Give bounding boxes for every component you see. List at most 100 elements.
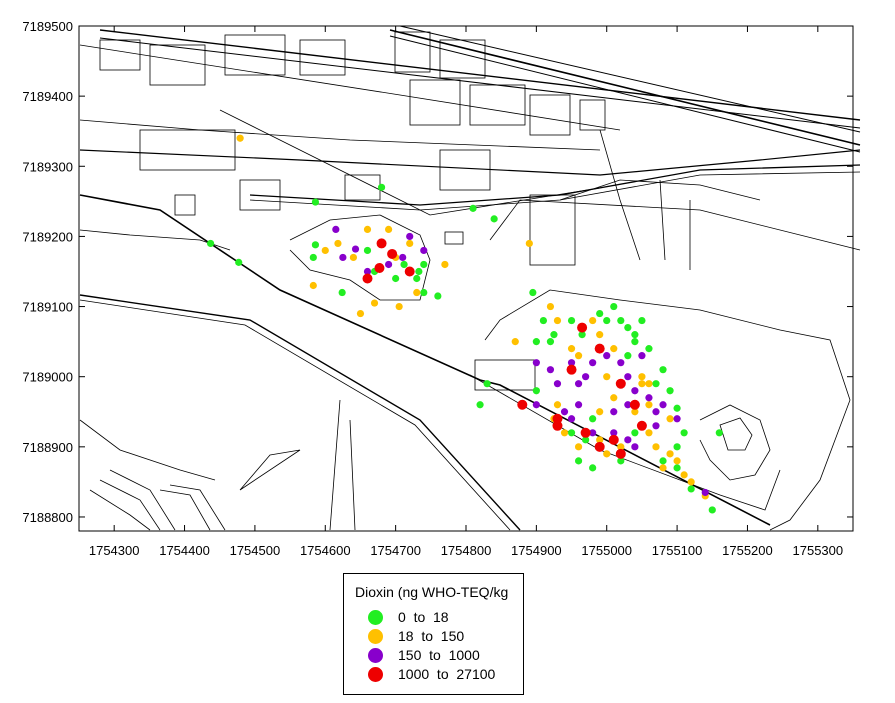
- sample-point: [596, 309, 604, 318]
- sample-point: [645, 401, 653, 409]
- sample-point: [638, 380, 646, 388]
- sample-point: [666, 415, 674, 423]
- x-tick-label: 1754700: [370, 543, 421, 558]
- legend-item-0-18: 0 to 18: [368, 607, 449, 627]
- sample-point: [659, 401, 667, 409]
- y-tick-label: 7188900: [22, 440, 73, 455]
- map-frame: [78, 25, 854, 532]
- sample-point: [652, 408, 660, 416]
- sample-point: [631, 338, 639, 346]
- sample-point: [374, 262, 385, 273]
- sample-point: [638, 352, 646, 360]
- x-tick-label: 1754300: [89, 543, 140, 558]
- x-tick-label: 1755200: [722, 543, 773, 558]
- sample-point: [574, 352, 583, 360]
- sample-point: [553, 401, 562, 409]
- sample-point: [309, 253, 317, 262]
- sample-point: [363, 267, 372, 276]
- sample-point: [566, 364, 577, 375]
- legend-label: 150 to 1000: [398, 647, 480, 663]
- sample-point: [363, 225, 372, 234]
- legend-swatch: [368, 666, 383, 682]
- sample-point: [553, 316, 562, 325]
- legend-swatch: [368, 609, 383, 625]
- sample-point: [349, 253, 358, 262]
- sample-point: [615, 378, 626, 389]
- sample-point: [645, 394, 653, 402]
- y-tick-label: 7189200: [22, 229, 73, 244]
- sample-point: [334, 239, 342, 248]
- sample-point: [574, 401, 583, 409]
- sample-point: [652, 443, 660, 451]
- sample-point: [399, 253, 407, 262]
- sample-point: [589, 359, 597, 367]
- sample-point: [589, 429, 597, 437]
- sample-point: [406, 239, 414, 248]
- y-tick-label: 7189000: [22, 370, 73, 385]
- sample-point: [574, 380, 583, 388]
- sample-point: [659, 464, 667, 472]
- sample-point: [362, 273, 373, 284]
- legend-item-1000-27100: 1000 to 27100: [368, 664, 495, 684]
- sample-point: [589, 316, 597, 325]
- legend-label: 1000 to 27100: [398, 666, 496, 682]
- sample-point: [476, 401, 484, 409]
- sample-point: [420, 246, 428, 255]
- sample-point: [666, 450, 674, 458]
- sample-point: [610, 429, 618, 437]
- x-tick-label: 1755000: [581, 543, 632, 558]
- sample-point: [610, 302, 618, 311]
- sample-point: [624, 323, 632, 332]
- x-tick-label: 1754900: [511, 543, 562, 558]
- sample-point: [395, 302, 403, 311]
- sample-point: [560, 429, 569, 437]
- sample-point: [560, 408, 569, 416]
- sample-point: [532, 338, 540, 346]
- x-tick-label: 1754400: [159, 543, 210, 558]
- sample-point: [550, 331, 558, 339]
- x-tick-label: 1754600: [300, 543, 351, 558]
- sample-points: [206, 134, 723, 514]
- sample-point: [603, 373, 611, 381]
- sample-point: [321, 246, 329, 255]
- sample-point: [377, 183, 386, 191]
- sample-point: [532, 401, 540, 409]
- legend-item-150-1000: 150 to 1000: [368, 645, 480, 665]
- sample-point: [469, 204, 477, 212]
- sample-point: [624, 373, 632, 381]
- x-tick-label: 1755300: [793, 543, 844, 558]
- legend-swatch: [368, 628, 383, 644]
- sample-point: [594, 441, 605, 452]
- sample-point: [567, 345, 576, 353]
- sample-point: [666, 387, 674, 395]
- sample-point: [610, 394, 618, 402]
- sample-point: [624, 352, 632, 360]
- sample-point: [574, 457, 583, 465]
- sample-point: [631, 387, 639, 395]
- sample-point: [701, 488, 709, 497]
- sample-point: [673, 464, 681, 472]
- sample-point: [608, 434, 619, 445]
- sample-point: [680, 471, 688, 479]
- sample-point: [546, 302, 555, 311]
- sample-point: [652, 422, 660, 430]
- sample-point: [610, 345, 618, 353]
- sample-point: [638, 316, 646, 325]
- sample-point: [631, 443, 639, 451]
- sample-point: [356, 309, 365, 318]
- sample-point: [532, 359, 540, 367]
- sample-point: [687, 478, 695, 486]
- sample-point: [552, 413, 563, 424]
- sample-point: [603, 450, 611, 458]
- sample-point: [332, 225, 340, 234]
- sample-point: [582, 373, 590, 381]
- sample-point: [638, 373, 646, 381]
- sample-point: [309, 281, 317, 290]
- sample-point: [610, 408, 618, 416]
- sample-point: [615, 448, 626, 459]
- legend-swatch: [368, 647, 383, 663]
- y-axis-labels: 7189500718940071893007189200718910071890…: [22, 19, 73, 525]
- sample-point: [673, 457, 681, 465]
